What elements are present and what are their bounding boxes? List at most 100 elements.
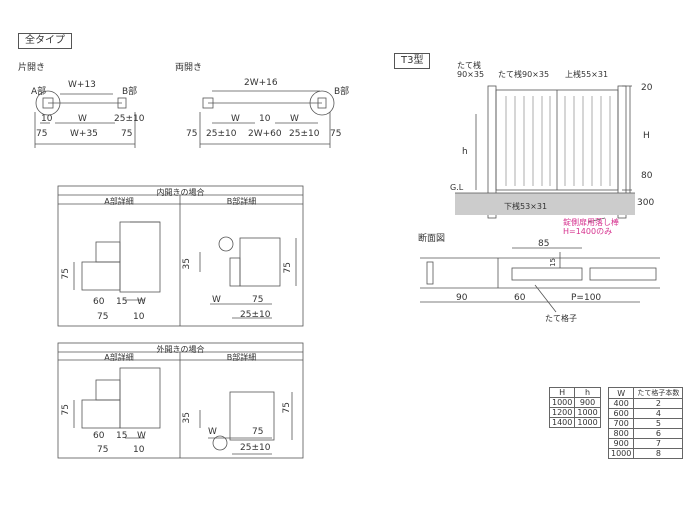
t3-dim-80: 80 bbox=[641, 171, 653, 181]
t3-note-h1400: H=1400のみ bbox=[563, 227, 613, 236]
section-dim-60: 60 bbox=[514, 293, 526, 303]
table-cell: 1000 bbox=[574, 407, 601, 418]
section-dim-15: 15 bbox=[549, 258, 557, 267]
outer-b-dim-75: 75 bbox=[252, 427, 264, 437]
t3-post-size: 90×35 bbox=[457, 70, 485, 79]
table-row: 1400 1000 bbox=[548, 417, 601, 428]
table-row: 1000 8 bbox=[607, 448, 684, 459]
dim-25-left-double: 25±10 bbox=[206, 129, 237, 139]
table-cell: 1000 bbox=[548, 397, 576, 408]
width-table: W たて格子本数 400 2 600 4 700 5 800 6 900 7 1… bbox=[607, 387, 684, 459]
table-row: 900 7 bbox=[607, 438, 684, 449]
dim-10-center: 10 bbox=[259, 114, 271, 124]
table-cell: 700 bbox=[607, 418, 635, 429]
double-gate-title: 両開き bbox=[175, 63, 203, 73]
outer-a-dim-10: 10 bbox=[133, 445, 145, 455]
table-cell: 1400 bbox=[548, 417, 576, 428]
table-cell: 900 bbox=[574, 397, 601, 408]
inner-b-dim-75-vertical: 75 bbox=[283, 262, 293, 274]
inner-a-dim-10: 10 bbox=[133, 312, 145, 322]
single-gate-title: 片開き bbox=[18, 63, 46, 73]
outer-a-dim-w: W bbox=[137, 431, 146, 441]
t3-top-rail: 上桟55×31 bbox=[565, 70, 609, 79]
outer-b-dim-w: W bbox=[208, 427, 217, 437]
all-type-tag: 全タイプ bbox=[18, 33, 72, 49]
outer-b-dim-35: 35 bbox=[182, 412, 192, 424]
dim-w13: W+13 bbox=[68, 80, 96, 90]
table-row: 1200 1000 bbox=[548, 407, 601, 418]
dim-w: W bbox=[78, 114, 87, 124]
t3-dim-20: 20 bbox=[641, 83, 653, 93]
table-cell: 400 bbox=[607, 398, 635, 409]
inner-b-dim-35: 35 bbox=[182, 258, 192, 270]
table-cell: 6 bbox=[633, 428, 684, 439]
dim-w35: W+35 bbox=[70, 129, 98, 139]
a-part-label: A部 bbox=[31, 87, 47, 97]
inner-b-dim-25: 25±10 bbox=[240, 310, 271, 320]
dim-75-left: 75 bbox=[36, 129, 48, 139]
inner-a-dim-w: W bbox=[137, 297, 146, 307]
section-dim-85: 85 bbox=[538, 239, 550, 249]
dim-75-right-double: 75 bbox=[330, 129, 342, 139]
section-picket-label: たて格子 bbox=[545, 314, 577, 323]
table-cell: 1000 bbox=[607, 448, 635, 459]
table-row: 600 4 bbox=[607, 408, 684, 419]
t3-post-label: たて桟 bbox=[457, 61, 481, 70]
header-cell: H bbox=[548, 387, 576, 398]
dim-25: 25±10 bbox=[114, 114, 145, 124]
outer-b-dim-25: 25±10 bbox=[240, 443, 271, 453]
dim-2w60: 2W+60 bbox=[248, 129, 282, 139]
table-cell: 5 bbox=[633, 418, 684, 429]
outer-b-detail-title: B部詳細 bbox=[226, 353, 257, 362]
table-cell: 1000 bbox=[574, 417, 601, 428]
table-cell: 2 bbox=[633, 398, 684, 409]
inner-a-dim-15: 15 bbox=[116, 297, 128, 307]
table-row: 800 6 bbox=[607, 428, 684, 439]
table-header-row: H h bbox=[548, 387, 601, 398]
section-title: 断面図 bbox=[418, 234, 446, 244]
t3-ground-level: G.L bbox=[450, 183, 464, 192]
inner-b-dim-w: W bbox=[212, 295, 221, 305]
table-cell: 800 bbox=[607, 428, 635, 439]
inner-a-dim-75-vertical: 75 bbox=[61, 268, 71, 280]
t3-note-drop-rod: 錠側扉用落し棒 bbox=[563, 218, 619, 227]
table-row: 400 2 bbox=[607, 398, 684, 409]
table-cell: 4 bbox=[633, 408, 684, 419]
t3-dim-H: H bbox=[643, 131, 650, 141]
b-part-label: B部 bbox=[122, 87, 138, 97]
t3-dim-300: 300 bbox=[637, 198, 655, 208]
outer-a-dim-75-vertical: 75 bbox=[61, 404, 71, 416]
inner-b-detail-title: B部詳細 bbox=[226, 197, 257, 206]
dim-25-right-double: 25±10 bbox=[289, 129, 320, 139]
height-table: H h 1000 900 1200 1000 1400 1000 bbox=[548, 387, 601, 428]
dim-10: 10 bbox=[41, 114, 53, 124]
dim-2w16: 2W+16 bbox=[244, 78, 278, 88]
inner-b-dim-75: 75 bbox=[252, 295, 264, 305]
outer-a-dim-60: 60 bbox=[93, 431, 105, 441]
dim-75-right: 75 bbox=[121, 129, 133, 139]
table-row: 700 5 bbox=[607, 418, 684, 429]
inner-a-dim-60: 60 bbox=[93, 297, 105, 307]
dim-75-left-double: 75 bbox=[186, 129, 198, 139]
section-dim-pitch: P=100 bbox=[571, 293, 602, 303]
t3-dim-h: h bbox=[462, 147, 468, 157]
t3-bottom-rail: 下桟53×31 bbox=[504, 202, 548, 211]
inner-a-dim-75: 75 bbox=[97, 312, 109, 322]
table-cell: 900 bbox=[607, 438, 635, 449]
b-part-label-double: B部 bbox=[334, 87, 350, 97]
outer-a-dim-15: 15 bbox=[116, 431, 128, 441]
table-cell: 1200 bbox=[548, 407, 576, 418]
t3-type-tag: T3型 bbox=[394, 53, 431, 69]
outer-a-detail-title: A部詳細 bbox=[104, 353, 134, 362]
outer-opening-title: 外開きの場合 bbox=[156, 345, 205, 354]
header-cell: たて格子本数 bbox=[633, 387, 684, 399]
dim-w-left: W bbox=[231, 114, 240, 124]
table-row: 1000 900 bbox=[548, 397, 601, 408]
header-cell: W bbox=[607, 387, 635, 399]
dim-w-right: W bbox=[290, 114, 299, 124]
table-header-row: W たて格子本数 bbox=[607, 387, 684, 399]
table-cell: 600 bbox=[607, 408, 635, 419]
inner-a-detail-title: A部詳細 bbox=[104, 197, 134, 206]
outer-a-dim-75: 75 bbox=[97, 445, 109, 455]
